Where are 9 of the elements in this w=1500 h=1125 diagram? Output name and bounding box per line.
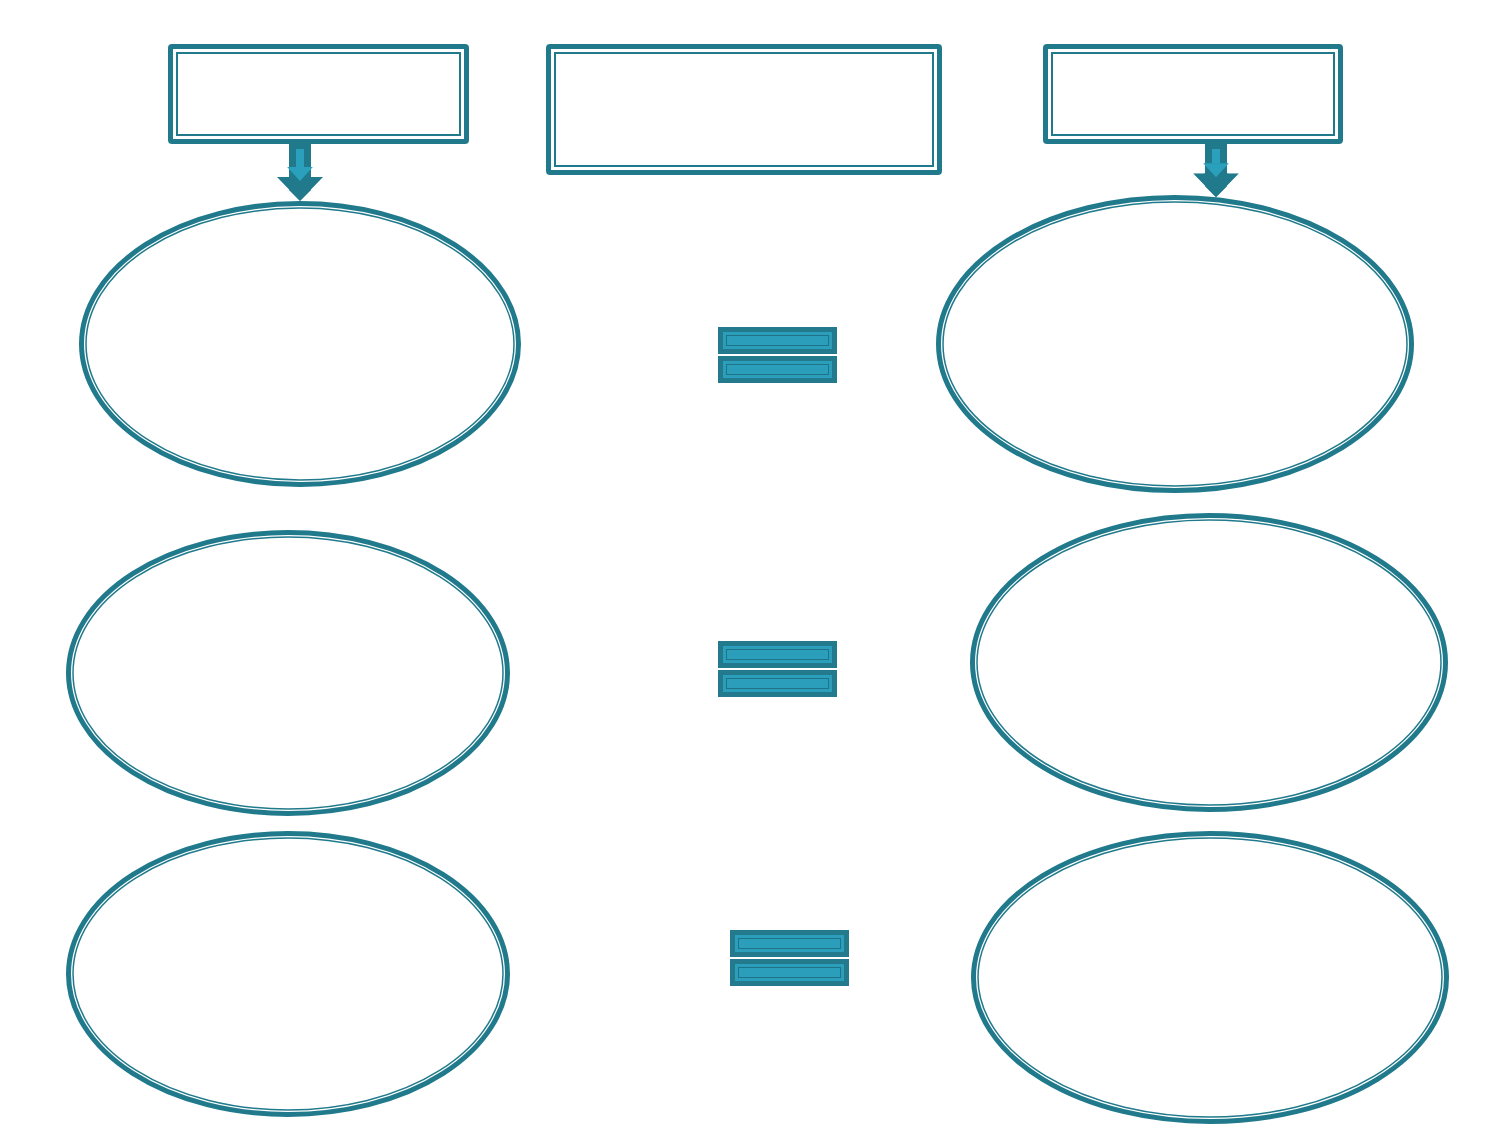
blank-ellipse [66,831,510,1117]
blank-box [546,44,942,175]
blank-box [168,44,469,144]
blank-ellipse [79,201,521,487]
blank-ellipse [66,530,510,816]
blank-box [1043,44,1343,144]
blank-ellipse [936,195,1414,493]
blank-ellipse [970,513,1448,812]
blank-ellipse [971,831,1449,1124]
